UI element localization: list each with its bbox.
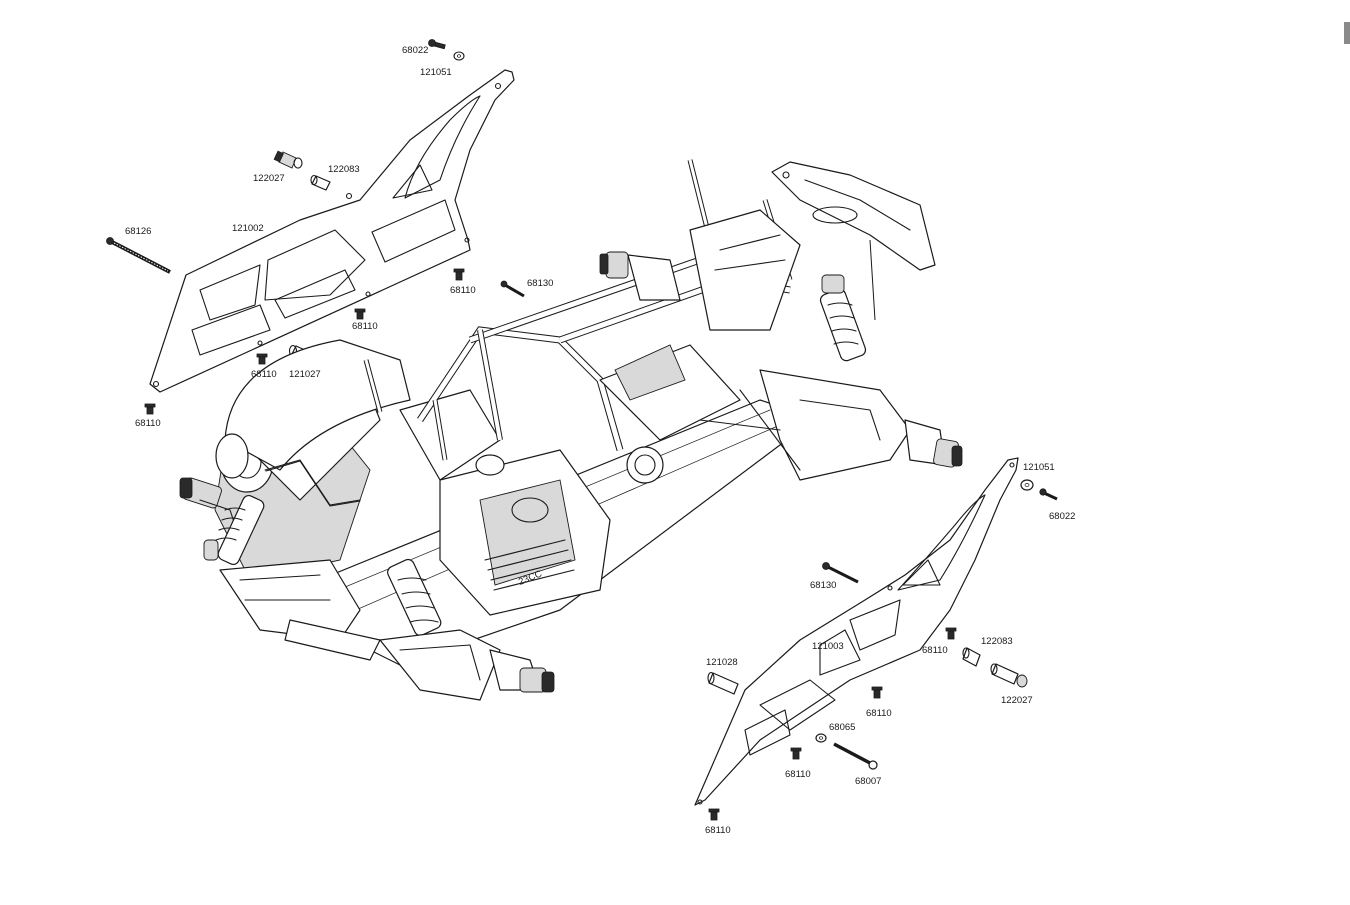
washer-121051-right [1020, 479, 1034, 491]
front-bumper [771, 161, 936, 271]
label-122027-right: 122027 [1001, 695, 1033, 706]
scrollbar-thumb[interactable] [1344, 22, 1350, 44]
spacer-122027-left [273, 150, 303, 169]
screw-68110-d [144, 403, 156, 415]
screw-68130-right [822, 562, 859, 584]
side-guard-plate-right [694, 457, 1019, 806]
label-68130-a: 68130 [527, 278, 553, 289]
screw-68022-top [428, 39, 446, 50]
bolt-68007 [833, 742, 878, 770]
spacer-122027-right [990, 663, 1028, 688]
label-68126: 68126 [125, 226, 151, 237]
label-122027-left: 122027 [253, 173, 285, 184]
hardware-right [707, 479, 1058, 821]
label-68130-right: 68130 [810, 580, 836, 591]
screw-68110-c [256, 353, 268, 365]
label-68022-top: 68022 [402, 45, 428, 56]
front-hub-right [904, 419, 963, 468]
screw-68110-g [790, 747, 802, 760]
rear-hub-right [489, 649, 555, 693]
label-122083-left: 122083 [328, 164, 360, 175]
front-shock [819, 239, 876, 362]
rear-hub-left [179, 477, 236, 526]
label-121028: 121028 [706, 657, 738, 668]
screw-68110-a [453, 268, 465, 281]
label-121003: 121003 [812, 641, 844, 652]
side-guard-plate-left [149, 69, 515, 393]
engine: 23CC [399, 389, 611, 616]
rear-shock-right [387, 558, 442, 636]
label-68110-h: 68110 [705, 825, 731, 836]
label-68007: 68007 [855, 776, 881, 787]
bolt-68126 [106, 237, 171, 274]
label-121027: 121027 [289, 369, 321, 380]
label-68022-right: 68022 [1049, 511, 1075, 522]
washer-68065 [815, 733, 827, 743]
spacer-121028 [707, 671, 739, 695]
label-68110-b: 68110 [352, 321, 378, 332]
label-121002: 121002 [232, 223, 264, 234]
label-121051-right: 121051 [1023, 462, 1055, 473]
front-hub-left [599, 251, 681, 301]
label-68110-c: 68110 [251, 369, 277, 380]
screw-68110-b [354, 308, 366, 320]
screw-68022-right [1039, 488, 1058, 501]
screw-68110-h [708, 808, 720, 821]
screw-68110-e [945, 627, 957, 640]
spacer-122083-right [962, 647, 981, 667]
label-68110-d: 68110 [135, 418, 161, 429]
rear-shock-left [203, 495, 265, 565]
spacer-122083-left [310, 174, 331, 191]
screw-68110-f [871, 686, 883, 699]
washer-121051-top [453, 51, 465, 61]
label-122083-right: 122083 [981, 636, 1013, 647]
screw-68130-a [500, 280, 525, 298]
label-68110-e: 68110 [922, 645, 948, 656]
label-68110-f: 68110 [866, 708, 892, 719]
label-68065: 68065 [829, 722, 855, 733]
label-121051-top: 121051 [420, 67, 452, 78]
label-68110-g: 68110 [785, 769, 811, 780]
part-labels: 68022 121051 122083 122027 121002 68126 … [125, 45, 1075, 836]
label-68110-a: 68110 [450, 285, 476, 296]
chassis-assembly: 23CC [179, 159, 963, 701]
